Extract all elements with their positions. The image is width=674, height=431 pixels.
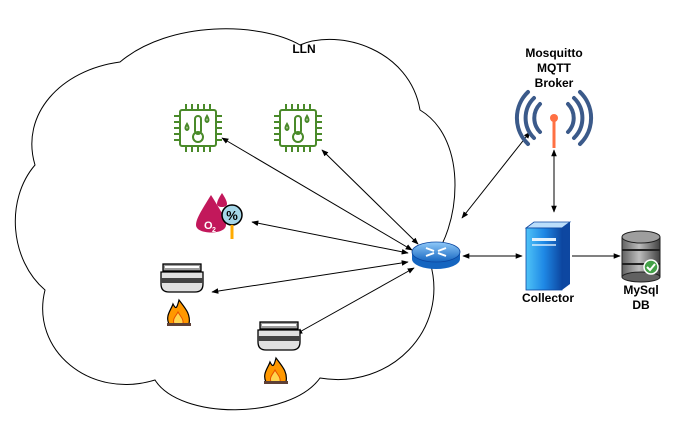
- edge-smoke2-router: [295, 267, 415, 335]
- edge-o2-router: [251, 220, 409, 255]
- fire-icon: [264, 356, 288, 384]
- broker-label-line3: Broker: [535, 76, 574, 90]
- cloud-label: LLN: [292, 42, 315, 56]
- fire-icon: [167, 298, 191, 326]
- edge-router-broker: [461, 131, 531, 219]
- antenna-icon: [514, 90, 594, 148]
- database-icon: [621, 230, 661, 283]
- svg-text:2: 2: [212, 227, 216, 234]
- svg-text:%: %: [226, 208, 238, 223]
- collector-label: Collector: [522, 291, 574, 305]
- smoke-detector-icon: [160, 263, 204, 326]
- oxygen-sensor-icon: O 2 %: [196, 193, 243, 239]
- broker-label-line1: Mosquitto: [525, 46, 582, 60]
- smoke-detector-icon: [257, 321, 301, 384]
- server-icon: [524, 221, 572, 291]
- database-label-line2: DB: [632, 298, 650, 312]
- router-icon: [411, 241, 461, 269]
- svg-text:O: O: [204, 220, 213, 232]
- temperature-humidity-chip-icon: [274, 104, 322, 152]
- broker-label-line2: MQTT: [537, 61, 572, 75]
- database-label-line1: MySql: [623, 283, 658, 297]
- temperature-humidity-chip-icon: [174, 104, 222, 152]
